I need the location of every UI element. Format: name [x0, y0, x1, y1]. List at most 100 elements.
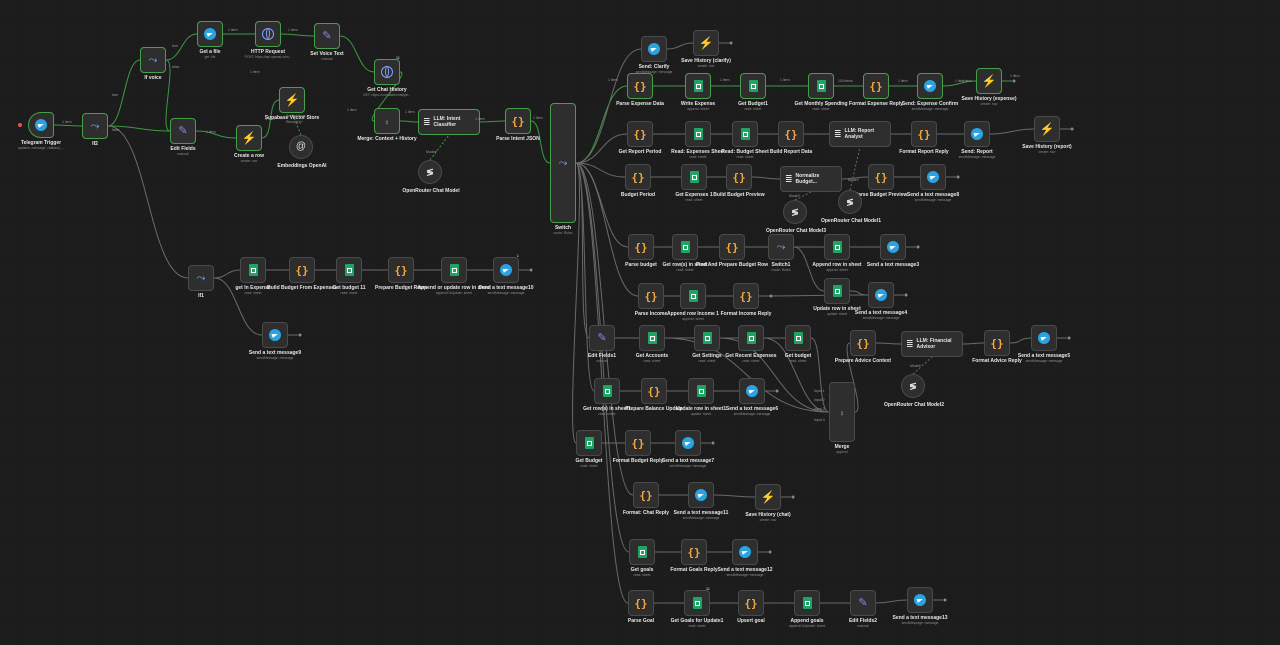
output-handle[interactable] — [1067, 336, 1071, 340]
connection[interactable] — [53, 124, 83, 127]
connection[interactable] — [751, 176, 781, 180]
output-handle[interactable] — [916, 245, 920, 249]
node-if2[interactable]: ⤳ — [82, 113, 108, 139]
node-buildbudgetfrom[interactable]: {} — [289, 257, 315, 283]
connection[interactable] — [962, 342, 985, 345]
output-handle[interactable] — [529, 268, 533, 272]
node-savehistreport[interactable]: ⚡ — [1034, 116, 1060, 142]
node-getreportperiod[interactable]: {} — [627, 121, 653, 147]
node-formatreport[interactable]: {} — [911, 121, 937, 147]
node-appendincome[interactable] — [680, 283, 706, 309]
node-getrowsinsheet1[interactable] — [594, 378, 620, 404]
connection[interactable] — [875, 342, 902, 345]
node-sendmsg4[interactable] — [868, 282, 894, 308]
connection[interactable] — [849, 290, 869, 296]
node-switch[interactable]: ⤳ — [550, 103, 576, 223]
connection[interactable] — [666, 42, 694, 50]
node-upsertgoal[interactable]: {} — [738, 590, 764, 616]
node-ifvoice[interactable]: ⤳ — [140, 47, 166, 73]
output-handle[interactable] — [729, 41, 733, 45]
output-handle[interactable] — [769, 294, 773, 298]
node-formatgoals[interactable]: {} — [681, 539, 707, 565]
connection[interactable] — [713, 494, 756, 498]
node-httpreq[interactable] — [255, 21, 281, 47]
node-parseincome[interactable]: {} — [638, 283, 664, 309]
node-supabase[interactable]: ⚡ — [279, 87, 305, 113]
node-getfile[interactable] — [197, 21, 223, 47]
node-prepbalance[interactable]: {} — [641, 378, 667, 404]
node-formatbudget[interactable]: {} — [625, 430, 651, 456]
node-getsettings[interactable] — [694, 325, 720, 351]
node-getbudget11[interactable] — [336, 257, 362, 283]
connection[interactable] — [213, 269, 241, 279]
output-handle[interactable] — [1070, 127, 1074, 131]
connection[interactable] — [875, 599, 908, 604]
node-sendmsg9[interactable] — [262, 322, 288, 348]
node-getaccounts[interactable] — [639, 325, 665, 351]
node-merge[interactable]: ⨾ — [829, 382, 855, 442]
node-savehistclarify[interactable]: ⚡ — [693, 30, 719, 56]
node-sendmsg5[interactable] — [1031, 325, 1057, 351]
node-editfields2[interactable]: ✎ — [850, 590, 876, 616]
node-parsebudget[interactable]: {} — [628, 234, 654, 260]
node-getmonthly[interactable] — [808, 73, 834, 99]
output-handle[interactable] — [768, 550, 772, 554]
output-handle[interactable] — [904, 293, 908, 297]
connection[interactable] — [479, 120, 506, 123]
node-formatadvice[interactable]: {} — [984, 330, 1010, 356]
connection[interactable] — [530, 120, 551, 164]
node-appendrowsheet[interactable] — [824, 234, 850, 260]
node-orchat3[interactable]: ≶ — [783, 200, 807, 224]
sub-connection[interactable] — [849, 146, 861, 191]
output-handle[interactable] — [956, 175, 960, 179]
connection[interactable] — [758, 294, 869, 297]
node-sendmsg13[interactable] — [907, 587, 933, 613]
node-llmintent[interactable]: ≣LLM: Intent Classifier — [418, 109, 480, 135]
output-handle[interactable] — [775, 389, 779, 393]
node-sendmsg10[interactable]: 1 — [493, 253, 519, 283]
node-parsegoal[interactable]: {} — [628, 590, 654, 616]
output-handle[interactable] — [791, 495, 795, 499]
node-findprepbudget[interactable]: {} — [719, 234, 745, 260]
node-orchat2[interactable]: ≶ — [901, 374, 925, 398]
node-llmfinance[interactable]: ≣LLM: Financial Advisor — [901, 331, 963, 357]
node-llmreport[interactable]: ≣LLM: Report Analyst — [829, 121, 891, 147]
output-handle[interactable] — [298, 333, 302, 337]
node-prepbudgetrows[interactable]: {} — [388, 257, 414, 283]
output-handle[interactable] — [943, 598, 947, 602]
connection[interactable] — [575, 162, 626, 178]
node-formatincome[interactable]: {} — [733, 283, 759, 309]
node-sendexp[interactable] — [917, 73, 943, 99]
node-formatexp[interactable]: {} — [863, 73, 889, 99]
connection[interactable] — [195, 130, 237, 139]
node-sendreport[interactable] — [964, 121, 990, 147]
node-appendupdatesheet[interactable] — [441, 257, 467, 283]
node-parsebudgetprev[interactable]: {} — [868, 164, 894, 190]
node-orchat1[interactable]: ≶ — [838, 190, 862, 214]
node-getgoals[interactable] — [629, 539, 655, 565]
node-createrow[interactable]: ⚡ — [236, 125, 262, 151]
node-if1[interactable]: ⤳ — [188, 265, 214, 291]
node-getbudget2[interactable] — [576, 430, 602, 456]
node-orchat[interactable]: ≶ — [418, 160, 442, 184]
connection[interactable] — [280, 33, 315, 37]
connection[interactable] — [1009, 337, 1032, 344]
node-sendmsg3[interactable] — [880, 234, 906, 260]
output-handle[interactable] — [1012, 79, 1016, 83]
node-getrecentexp[interactable] — [738, 325, 764, 351]
node-sendmsg12[interactable] — [732, 539, 758, 565]
node-setvoice[interactable]: ✎ — [314, 23, 340, 49]
node-tg[interactable] — [28, 112, 54, 138]
node-getchat[interactable]: 11 — [374, 55, 400, 85]
node-savehistchat[interactable]: ⚡ — [755, 484, 781, 510]
node-getrowsinsheet[interactable] — [672, 234, 698, 260]
node-readexpsheet[interactable] — [685, 121, 711, 147]
node-editfields1[interactable]: ✎ — [589, 325, 615, 351]
node-getinexpense[interactable] — [240, 257, 266, 283]
node-mergectx[interactable]: ⨾ — [374, 108, 400, 134]
node-editfields[interactable]: ✎ — [170, 118, 196, 144]
connection[interactable] — [575, 162, 590, 339]
node-getbudget1[interactable] — [740, 73, 766, 99]
node-formatchat[interactable]: {} — [633, 482, 659, 508]
